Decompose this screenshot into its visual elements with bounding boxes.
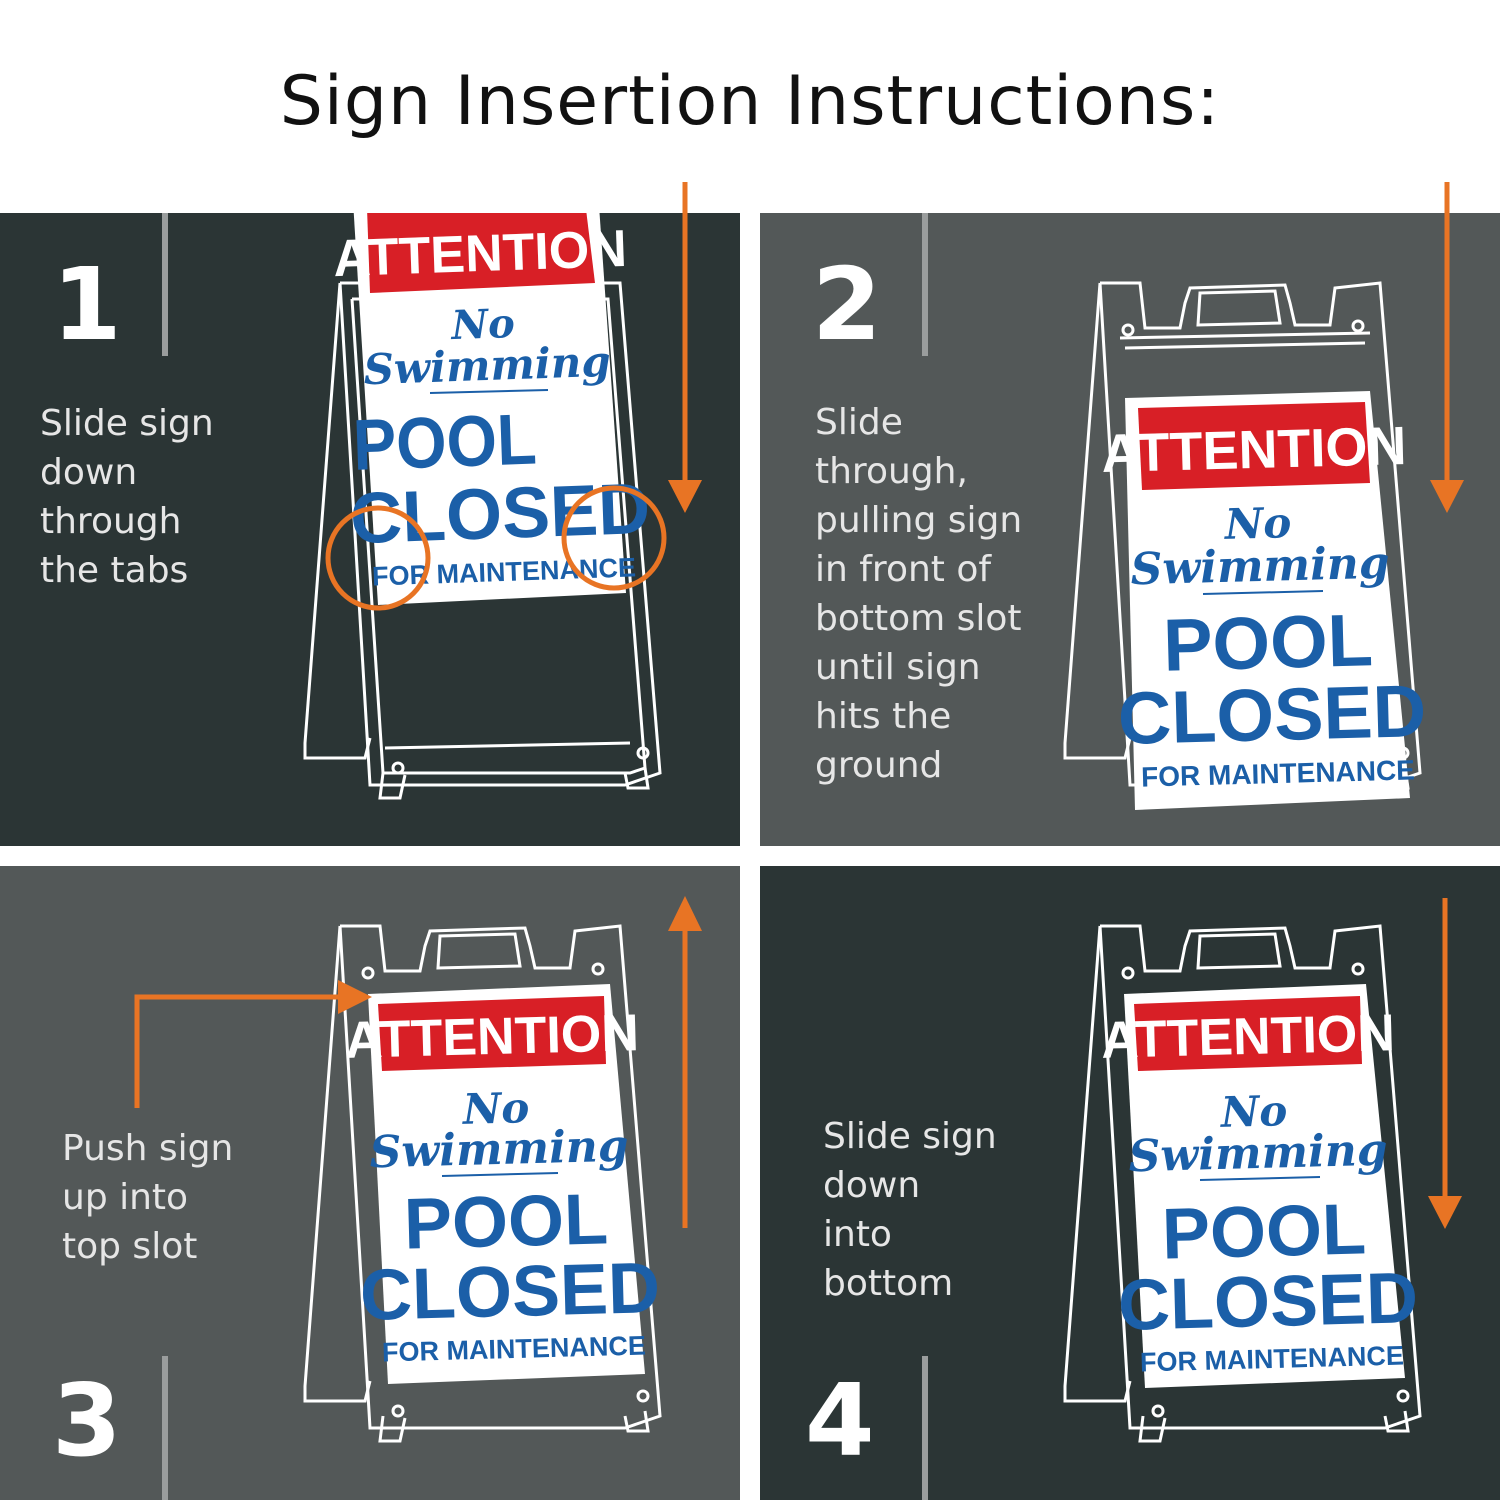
- down-arrow-icon: [668, 182, 702, 513]
- step-instruction: Push sign up into top slot: [62, 1128, 234, 1267]
- a-frame-stand: [303, 924, 662, 1443]
- sign-stand-illustration: ATTENTION No Swimming POOL CLOSED FOR MA…: [134, 896, 702, 1443]
- sign-line-4: CLOSED: [349, 469, 652, 559]
- sign-card: ATTENTION No Swimming POOL CLOSED FOR MA…: [1101, 391, 1427, 810]
- sign-header: ATTENTION: [1100, 1004, 1395, 1070]
- sign-stand-illustration: ATTENTION No Swimming POOL CLOSED FOR MA…: [1063, 898, 1462, 1443]
- step-number: 4: [805, 1362, 875, 1479]
- step-number: 2: [812, 246, 882, 363]
- sign-card: ATTENTION No Swimming POOL CLOSED FOR MA…: [332, 213, 651, 605]
- step-number: 1: [52, 246, 122, 363]
- down-arrow-icon: [1428, 898, 1462, 1229]
- sign-line-2: Swimming: [369, 1121, 629, 1179]
- step-2-panel: 2 Slide through, pulling sign in front o…: [760, 213, 1500, 846]
- sign-header: ATTENTION: [1101, 416, 1407, 484]
- tab-highlight-circle: [325, 505, 431, 611]
- down-arrow-icon: [1430, 182, 1464, 513]
- sign-line-4: CLOSED: [1117, 669, 1427, 760]
- sign-card: ATTENTION No Swimming POOL CLOSED FOR MA…: [1100, 984, 1419, 1388]
- sign-line-3: POOL: [403, 1179, 609, 1264]
- step-1-panel: 1 Slide sign down through the tabs ATTEN…: [0, 213, 740, 846]
- sign-line-1: No: [1222, 498, 1292, 549]
- sign-line-1: No: [1218, 1086, 1288, 1137]
- sign-line-1: No: [460, 1083, 530, 1134]
- sign-line-5: FOR MAINTENANCE: [382, 1331, 647, 1368]
- tab-highlight-circle: [561, 485, 667, 591]
- step-divider: [922, 213, 928, 356]
- step-instruction: Slide sign down through the tabs: [40, 403, 214, 591]
- a-frame-stand: [1063, 924, 1422, 1443]
- step-divider: [922, 1356, 928, 1500]
- sign-header: ATTENTION: [332, 220, 628, 288]
- sign-line-2: Swimming: [1130, 538, 1390, 596]
- step-divider: [162, 1356, 168, 1500]
- sign-stand-illustration: ATTENTION No Swimming POOL CLOSED FOR MA…: [303, 213, 667, 800]
- sign-line-3: POOL: [352, 398, 538, 485]
- sign-line-3: POOL: [1162, 598, 1374, 686]
- step-divider: [162, 213, 168, 356]
- pointer-arrow-icon: [134, 980, 372, 1108]
- sign-stand-illustration: ATTENTION No Swimming POOL CLOSED FOR MA…: [1063, 281, 1427, 810]
- sign-line-1: No: [449, 300, 516, 349]
- sign-line-4: CLOSED: [359, 1248, 661, 1336]
- sign-line-2: Swimming: [1128, 1125, 1388, 1183]
- page-title: Sign Insertion Instructions:: [279, 62, 1221, 141]
- sign-line-4: CLOSED: [1117, 1258, 1419, 1346]
- step-4-panel: 4 Slide sign down into bottom ATTENTION …: [760, 866, 1500, 1500]
- up-arrow-icon: [668, 896, 702, 1228]
- sign-line-3: POOL: [1161, 1189, 1367, 1274]
- sign-line-2: Swimming: [363, 337, 612, 395]
- sign-header: ATTENTION: [344, 1004, 639, 1070]
- step-number: 3: [52, 1362, 122, 1479]
- step-instruction: Slide sign down into bottom: [823, 1116, 997, 1304]
- step-3-panel: 3 Push sign up into top slot ATTENTION N…: [0, 866, 740, 1500]
- sign-line-5: FOR MAINTENANCE: [1141, 754, 1415, 792]
- sign-card: ATTENTION No Swimming POOL CLOSED FOR MA…: [344, 984, 661, 1384]
- step-instruction: Slide through, pulling sign in front of …: [815, 402, 1023, 786]
- sign-line-5: FOR MAINTENANCE: [1140, 1341, 1405, 1378]
